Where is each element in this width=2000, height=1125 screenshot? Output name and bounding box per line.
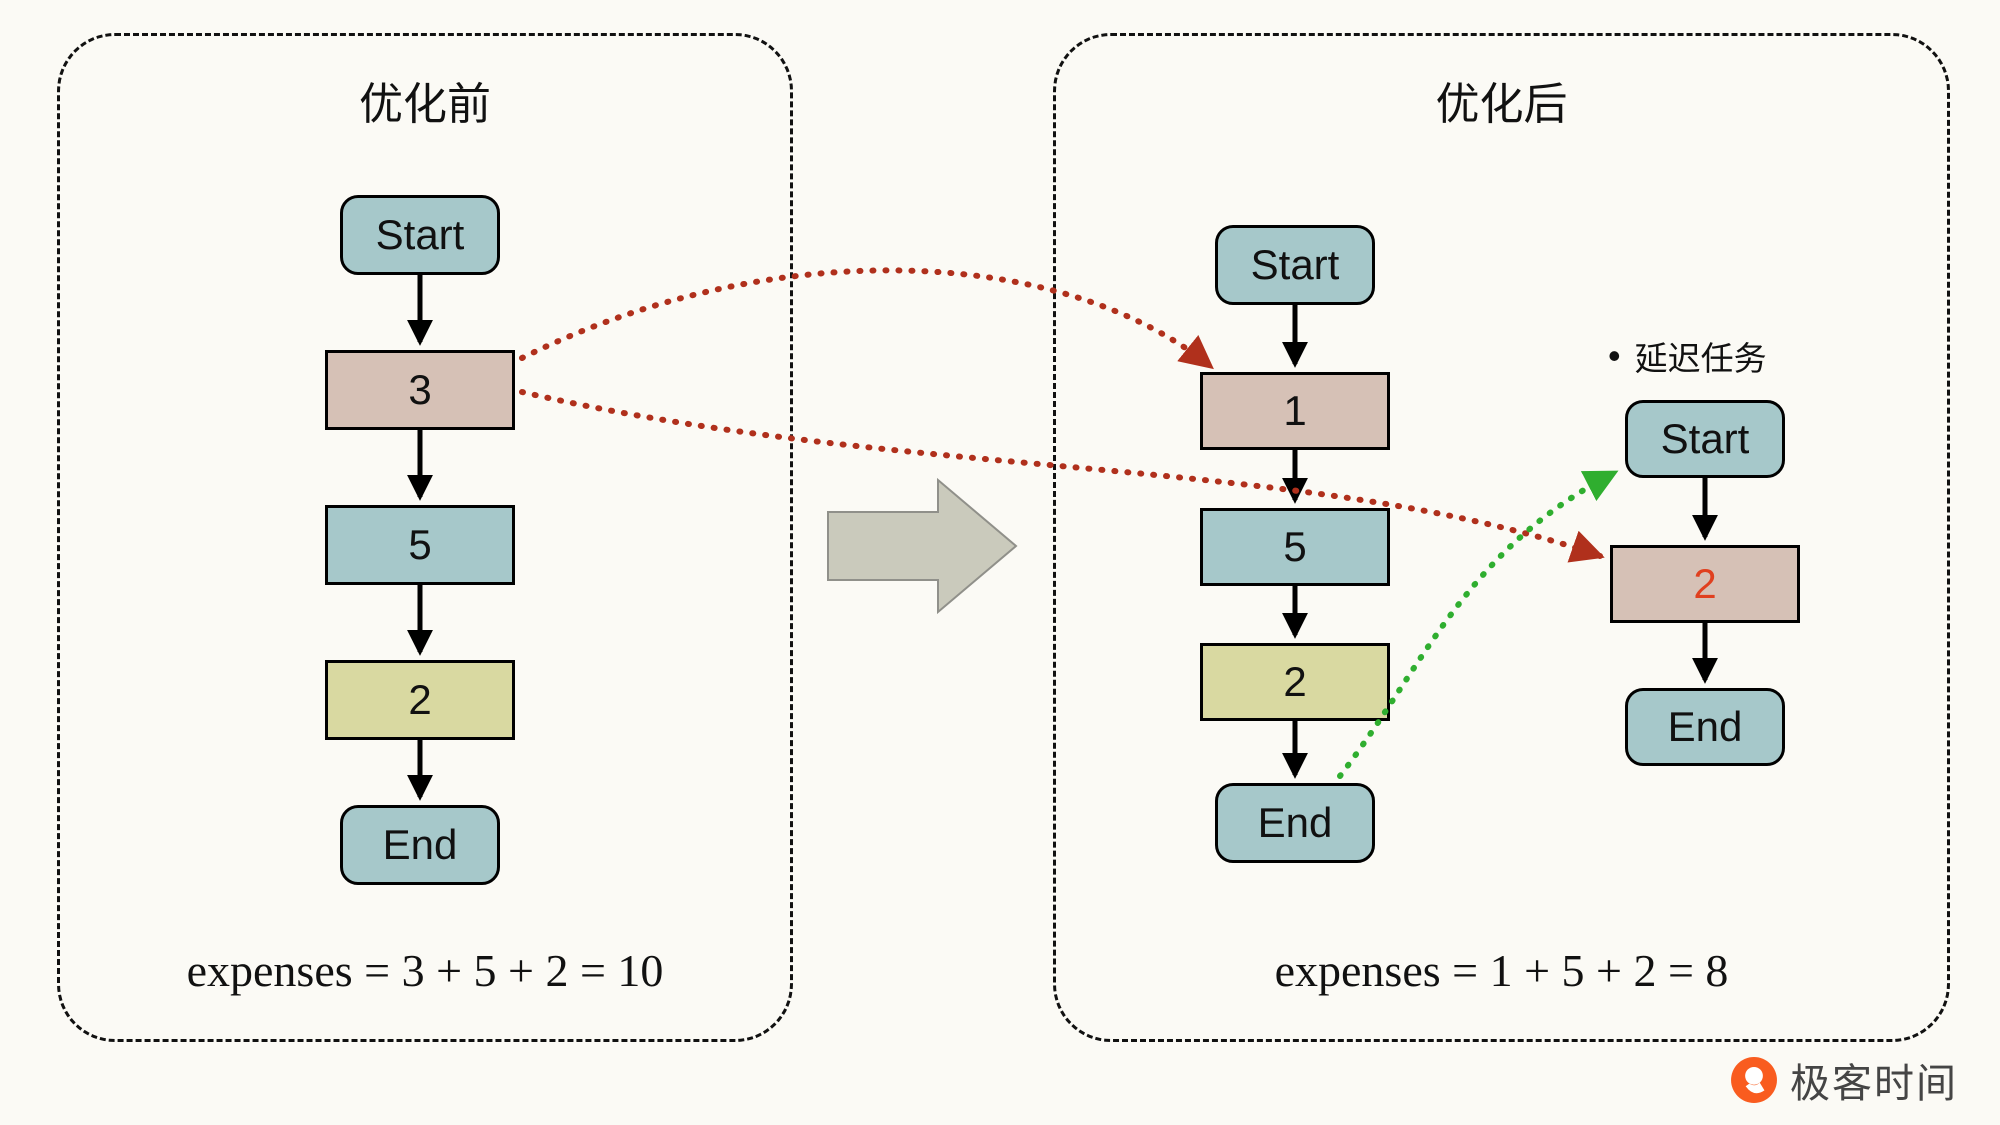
node-after-end: End bbox=[1215, 783, 1375, 863]
node-before-task-5: 5 bbox=[325, 505, 515, 585]
node-deferred-start: Start bbox=[1625, 400, 1785, 478]
node-deferred-task-2: 2 bbox=[1610, 545, 1800, 623]
after-expenses-formula: expenses = 1 + 5 + 2 = 8 bbox=[1274, 945, 1729, 996]
node-after-task-2: 2 bbox=[1200, 643, 1390, 721]
node-deferred-end: End bbox=[1625, 688, 1785, 766]
geektime-logo-text: 极客时间 bbox=[1790, 1062, 1958, 1106]
geektime-logo-icon bbox=[1731, 1057, 1777, 1103]
deferred-task-label-text: 延迟任务 bbox=[1634, 340, 1767, 377]
panel-after-title: 优化后 bbox=[1435, 80, 1568, 129]
panel-after: 优化后 expenses = 1 + 5 + 2 = 8 bbox=[1053, 33, 1950, 1042]
node-before-end: End bbox=[340, 805, 500, 885]
bullet-icon: • bbox=[1608, 335, 1621, 376]
node-before-start: Start bbox=[340, 195, 500, 275]
deferred-task-label: • 延迟任务 bbox=[1608, 332, 1767, 380]
before-expenses-formula: expenses = 3 + 5 + 2 = 10 bbox=[186, 945, 664, 996]
geektime-logo: 极客时间 bbox=[1730, 1051, 1958, 1109]
node-before-task-2: 2 bbox=[325, 660, 515, 740]
node-before-task-3: 3 bbox=[325, 350, 515, 430]
panel-before-title: 优化前 bbox=[359, 80, 491, 129]
transform-block-arrow-icon bbox=[827, 477, 1018, 615]
node-after-task-5: 5 bbox=[1200, 508, 1390, 586]
node-after-task-1: 1 bbox=[1200, 372, 1390, 450]
node-after-start: Start bbox=[1215, 225, 1375, 305]
